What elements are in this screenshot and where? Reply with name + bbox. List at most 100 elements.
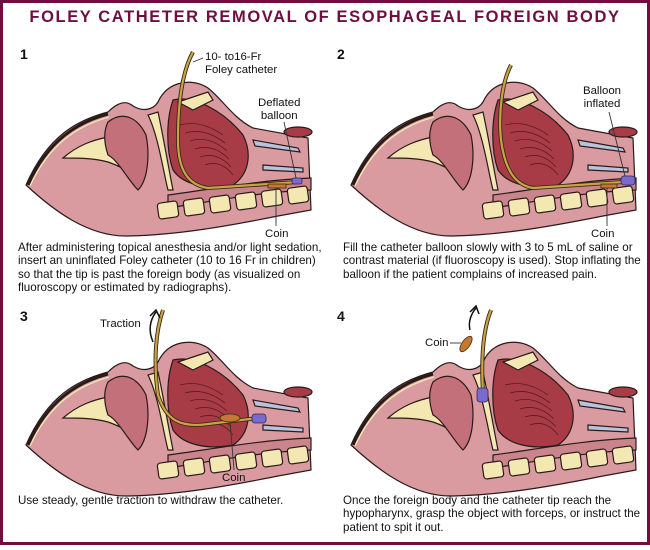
vertebra	[260, 188, 284, 208]
tongue-striation	[524, 415, 557, 428]
tongue-striation	[509, 391, 551, 404]
panel-2: 2 Balloon inflated Coin Fill the cathete…	[333, 40, 650, 290]
tongue-striation	[529, 163, 559, 176]
upper-teeth	[176, 91, 214, 111]
label-leader-line	[608, 111, 626, 177]
nasal-turbinates	[429, 115, 474, 191]
vertebra	[611, 445, 635, 465]
anatomy-illustration	[350, 64, 638, 237]
vertebra	[182, 457, 206, 477]
anatomy-group	[350, 309, 638, 497]
catheter	[499, 64, 624, 190]
coin-label: Coin	[222, 472, 246, 484]
tongue-striation	[194, 147, 230, 160]
vertebra	[481, 460, 505, 480]
vertebra	[182, 197, 206, 217]
vocal-cord	[587, 164, 629, 173]
catheter	[481, 309, 493, 393]
nasal-turbinates	[104, 375, 149, 451]
tongue	[492, 358, 574, 448]
catheter-label: 10- to16-Fr Foley catheter	[205, 51, 278, 76]
nasal-outline	[26, 112, 109, 186]
tongue-striation	[514, 139, 553, 152]
panel-3: 3 Traction Coin Use steady, gentle tract…	[8, 300, 326, 550]
vertebra	[585, 448, 609, 468]
tongue-striation	[529, 423, 559, 436]
vertebra	[260, 448, 284, 468]
vertebra	[481, 200, 505, 220]
panel-number: 4	[337, 308, 345, 324]
traction-arrow-icon	[149, 308, 161, 343]
nasal-bone	[29, 376, 110, 447]
tongue-striation	[189, 399, 228, 412]
vertebra	[234, 451, 258, 471]
anatomy-illustration	[25, 51, 313, 237]
inflated-balloon	[620, 175, 636, 186]
vertebra	[208, 454, 232, 474]
panel-1: 1 10- to16-Fr Foley catheter Deflated ba…	[8, 40, 326, 294]
tongue-striation	[179, 123, 224, 136]
anatomy-group	[25, 309, 313, 497]
vertebra	[559, 191, 583, 211]
vertebra	[156, 460, 180, 480]
pharynx-bone	[147, 371, 174, 451]
pharynx-bone	[147, 111, 174, 191]
anatomy-illustration	[350, 304, 638, 497]
vocal-cord	[262, 164, 304, 173]
nasal-bone	[354, 376, 435, 447]
tongue	[492, 98, 574, 188]
nasal-outline	[351, 112, 434, 186]
tongue-striation	[199, 155, 232, 168]
coin-label: Coin	[591, 228, 615, 240]
tongue-striation	[184, 391, 226, 404]
coin	[600, 183, 618, 189]
vertebra	[585, 188, 609, 208]
panel-number: 2	[337, 46, 345, 62]
catheter	[176, 51, 299, 190]
upper-teeth	[501, 351, 539, 371]
deflated-balloon	[291, 177, 303, 185]
label-leader-line	[283, 121, 297, 179]
upper-teeth	[501, 91, 539, 111]
traction-arrow-icon	[468, 304, 480, 331]
hyoid-area	[608, 386, 638, 398]
tongue-striation	[519, 407, 555, 420]
tongue-striation	[179, 383, 224, 396]
nasal-outline	[351, 372, 434, 446]
tongue-striation	[509, 131, 551, 144]
vocal-cord	[587, 424, 629, 433]
panel-4: 4 Coin Once the foreign body and the cat…	[333, 300, 650, 550]
vertebra	[286, 445, 310, 465]
nasal-turbinates	[429, 375, 474, 451]
vertebra	[559, 451, 583, 471]
epiglottis	[252, 399, 302, 413]
figure-title: FOLEY CATHETER REMOVAL OF ESOPHAGEAL FOR…	[29, 8, 621, 26]
coin-label: Coin	[265, 228, 289, 240]
hyoid-area	[283, 126, 313, 138]
nasal-outline	[26, 372, 109, 446]
anatomy-group	[25, 51, 313, 237]
coin-label: Coin	[425, 337, 449, 349]
anatomy-group	[350, 64, 638, 237]
vocal-cord	[262, 424, 304, 433]
tongue-striation	[189, 139, 228, 152]
pharynx-bone	[472, 111, 499, 191]
tongue	[167, 358, 249, 448]
balloon-label: Deflated balloon	[258, 97, 301, 122]
hyoid-area	[283, 386, 313, 398]
nasal-bone	[354, 116, 435, 187]
vertebra	[286, 185, 310, 205]
balloon-label: Balloon inflated	[583, 85, 621, 110]
tongue-striation	[204, 163, 234, 176]
panel-number: 1	[20, 46, 28, 62]
inflated-balloon	[476, 387, 489, 403]
hyoid-area	[608, 126, 638, 138]
nasal-turbinates	[104, 115, 149, 191]
vertebra	[533, 194, 557, 214]
epiglottis	[577, 139, 627, 153]
step-caption: Use steady, gentle traction to withdraw …	[18, 494, 284, 507]
step-caption: Fill the catheter balloon slowly with 3 …	[343, 241, 641, 281]
coin	[267, 183, 287, 189]
vertebra	[234, 191, 258, 211]
vertebra	[533, 454, 557, 474]
